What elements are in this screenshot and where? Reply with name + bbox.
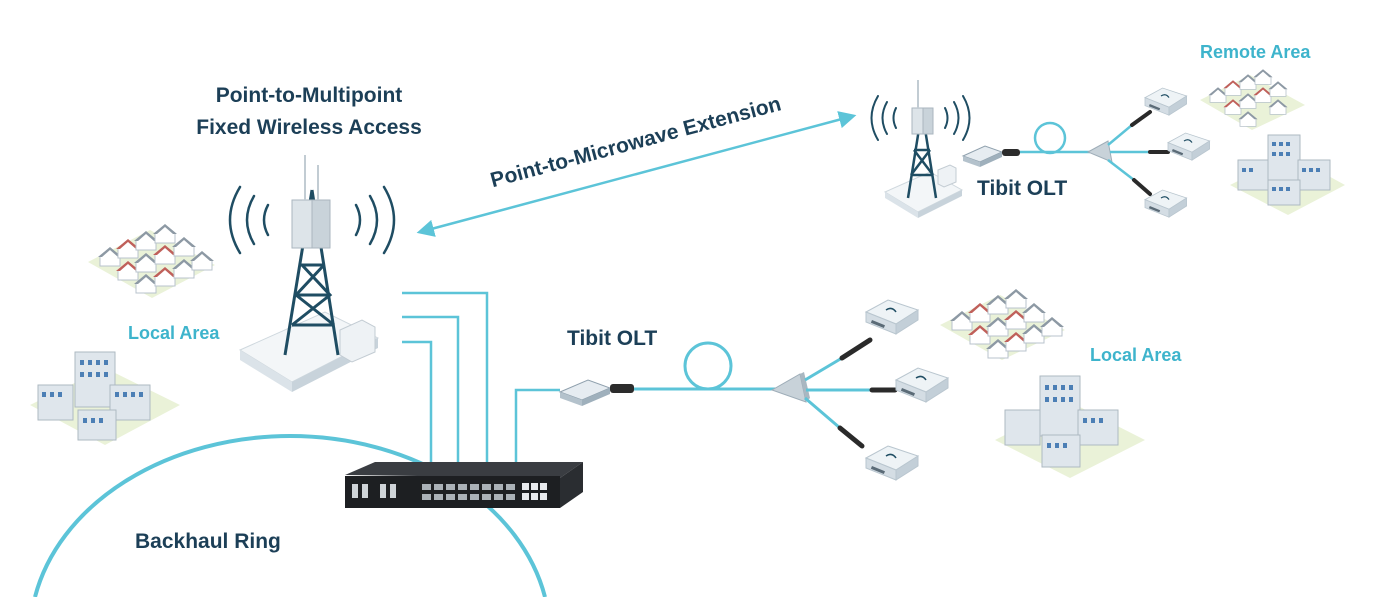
microwave-arrow xyxy=(416,111,857,237)
buildings-icon xyxy=(30,351,180,445)
local-area-left-label: Local Area xyxy=(128,323,220,343)
backhaul-ring xyxy=(33,434,547,597)
houses-icon xyxy=(88,223,215,298)
olt-top-label: Tibit OLT xyxy=(977,177,1068,200)
tower-icon xyxy=(238,155,380,392)
houses-icon-local-right xyxy=(940,288,1065,360)
sfp-transceiver-icon-remote xyxy=(961,145,1020,167)
ont-icon xyxy=(895,367,949,403)
fiber-coil-icon xyxy=(634,341,780,391)
houses-icon-remote xyxy=(1200,68,1305,130)
local-area-right-label: Local Area xyxy=(1090,345,1182,365)
wireless-signal-icon xyxy=(228,185,396,255)
fiber-coil-icon-remote xyxy=(1020,121,1090,155)
splitter-icon xyxy=(770,372,810,403)
sfp-transceiver-icon xyxy=(558,379,634,406)
switch-icon xyxy=(345,462,583,508)
buildings-icon-local-right xyxy=(995,375,1145,478)
buildings-icon-remote xyxy=(1230,134,1345,215)
ont-icon xyxy=(865,445,919,481)
title-line-1: Point-to-Multipoint xyxy=(215,84,403,107)
remote-area-label: Remote Area xyxy=(1200,42,1311,62)
diagram-title: Point-to-Multipoint Fixed Wireless Acces… xyxy=(178,80,440,144)
tower-icon-remote xyxy=(883,80,964,218)
tower-switch-links xyxy=(402,291,560,462)
title-line-2: Fixed Wireless Access xyxy=(196,116,422,139)
backhaul-ring-label: Backhaul Ring xyxy=(135,530,281,553)
wireless-signal-icon-remote xyxy=(870,95,971,141)
ont-icon xyxy=(865,299,919,335)
olt-bottom-label: Tibit OLT xyxy=(567,327,658,350)
ont-icon xyxy=(1167,132,1211,161)
